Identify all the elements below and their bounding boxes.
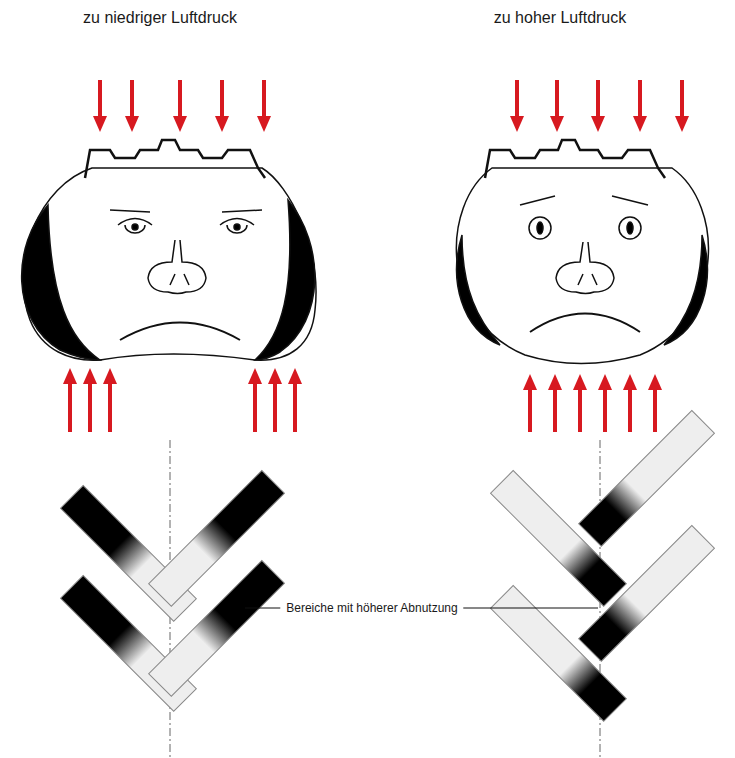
pressure-arrow [88,384,92,432]
arrow-head [573,374,587,390]
pressure-arrow [293,384,297,432]
arrow-head [63,368,77,384]
pressure-arrow [680,80,684,116]
pressure-arrow [638,80,642,116]
arrow-head [248,368,262,384]
pressure-arrow [130,80,134,116]
overinflated-tire [456,140,708,364]
arrow-head [598,374,612,390]
arrow-head [648,374,662,390]
arrow-head [83,368,97,384]
arrow-head [103,368,117,384]
flat-tire [22,140,316,360]
heading-low: zu niedriger Luftdruck [83,9,237,27]
arrow-head [548,374,562,390]
arrow-head [93,116,107,132]
tread-high [491,411,715,722]
arrow-head [523,374,537,390]
arrow-head [268,368,282,384]
arrow-head [215,116,229,132]
pressure-arrow [555,80,559,116]
arrow-head [125,116,139,132]
pressure-arrow [603,390,607,432]
pressure-arrow [515,80,519,116]
pressure-arrow [653,390,657,432]
tread-low [61,471,285,712]
pressure-arrow [578,390,582,432]
arrow-head [623,374,637,390]
pressure-arrows [63,80,689,432]
pressure-arrow [528,390,532,432]
pressure-arrow [596,80,600,116]
pressure-arrow [553,390,557,432]
arrow-head [633,116,647,132]
arrow-head [591,116,605,132]
pressure-arrow [628,390,632,432]
pressure-arrow [98,80,102,116]
arrow-head [173,116,187,132]
pressure-arrow [253,384,257,432]
pressure-arrow [108,384,112,432]
pressure-arrow [262,80,266,116]
arrow-head [288,368,302,384]
arrow-head [257,116,271,132]
pressure-arrow [220,80,224,116]
heading-high: zu hoher Luftdruck [494,9,627,27]
arrow-head [510,116,524,132]
callout-label: Bereiche mit höherer Abnutzung [280,600,463,616]
arrow-head [675,116,689,132]
pressure-arrow [273,384,277,432]
pressure-arrow [68,384,72,432]
arrow-head [550,116,564,132]
pressure-arrow [178,80,182,116]
